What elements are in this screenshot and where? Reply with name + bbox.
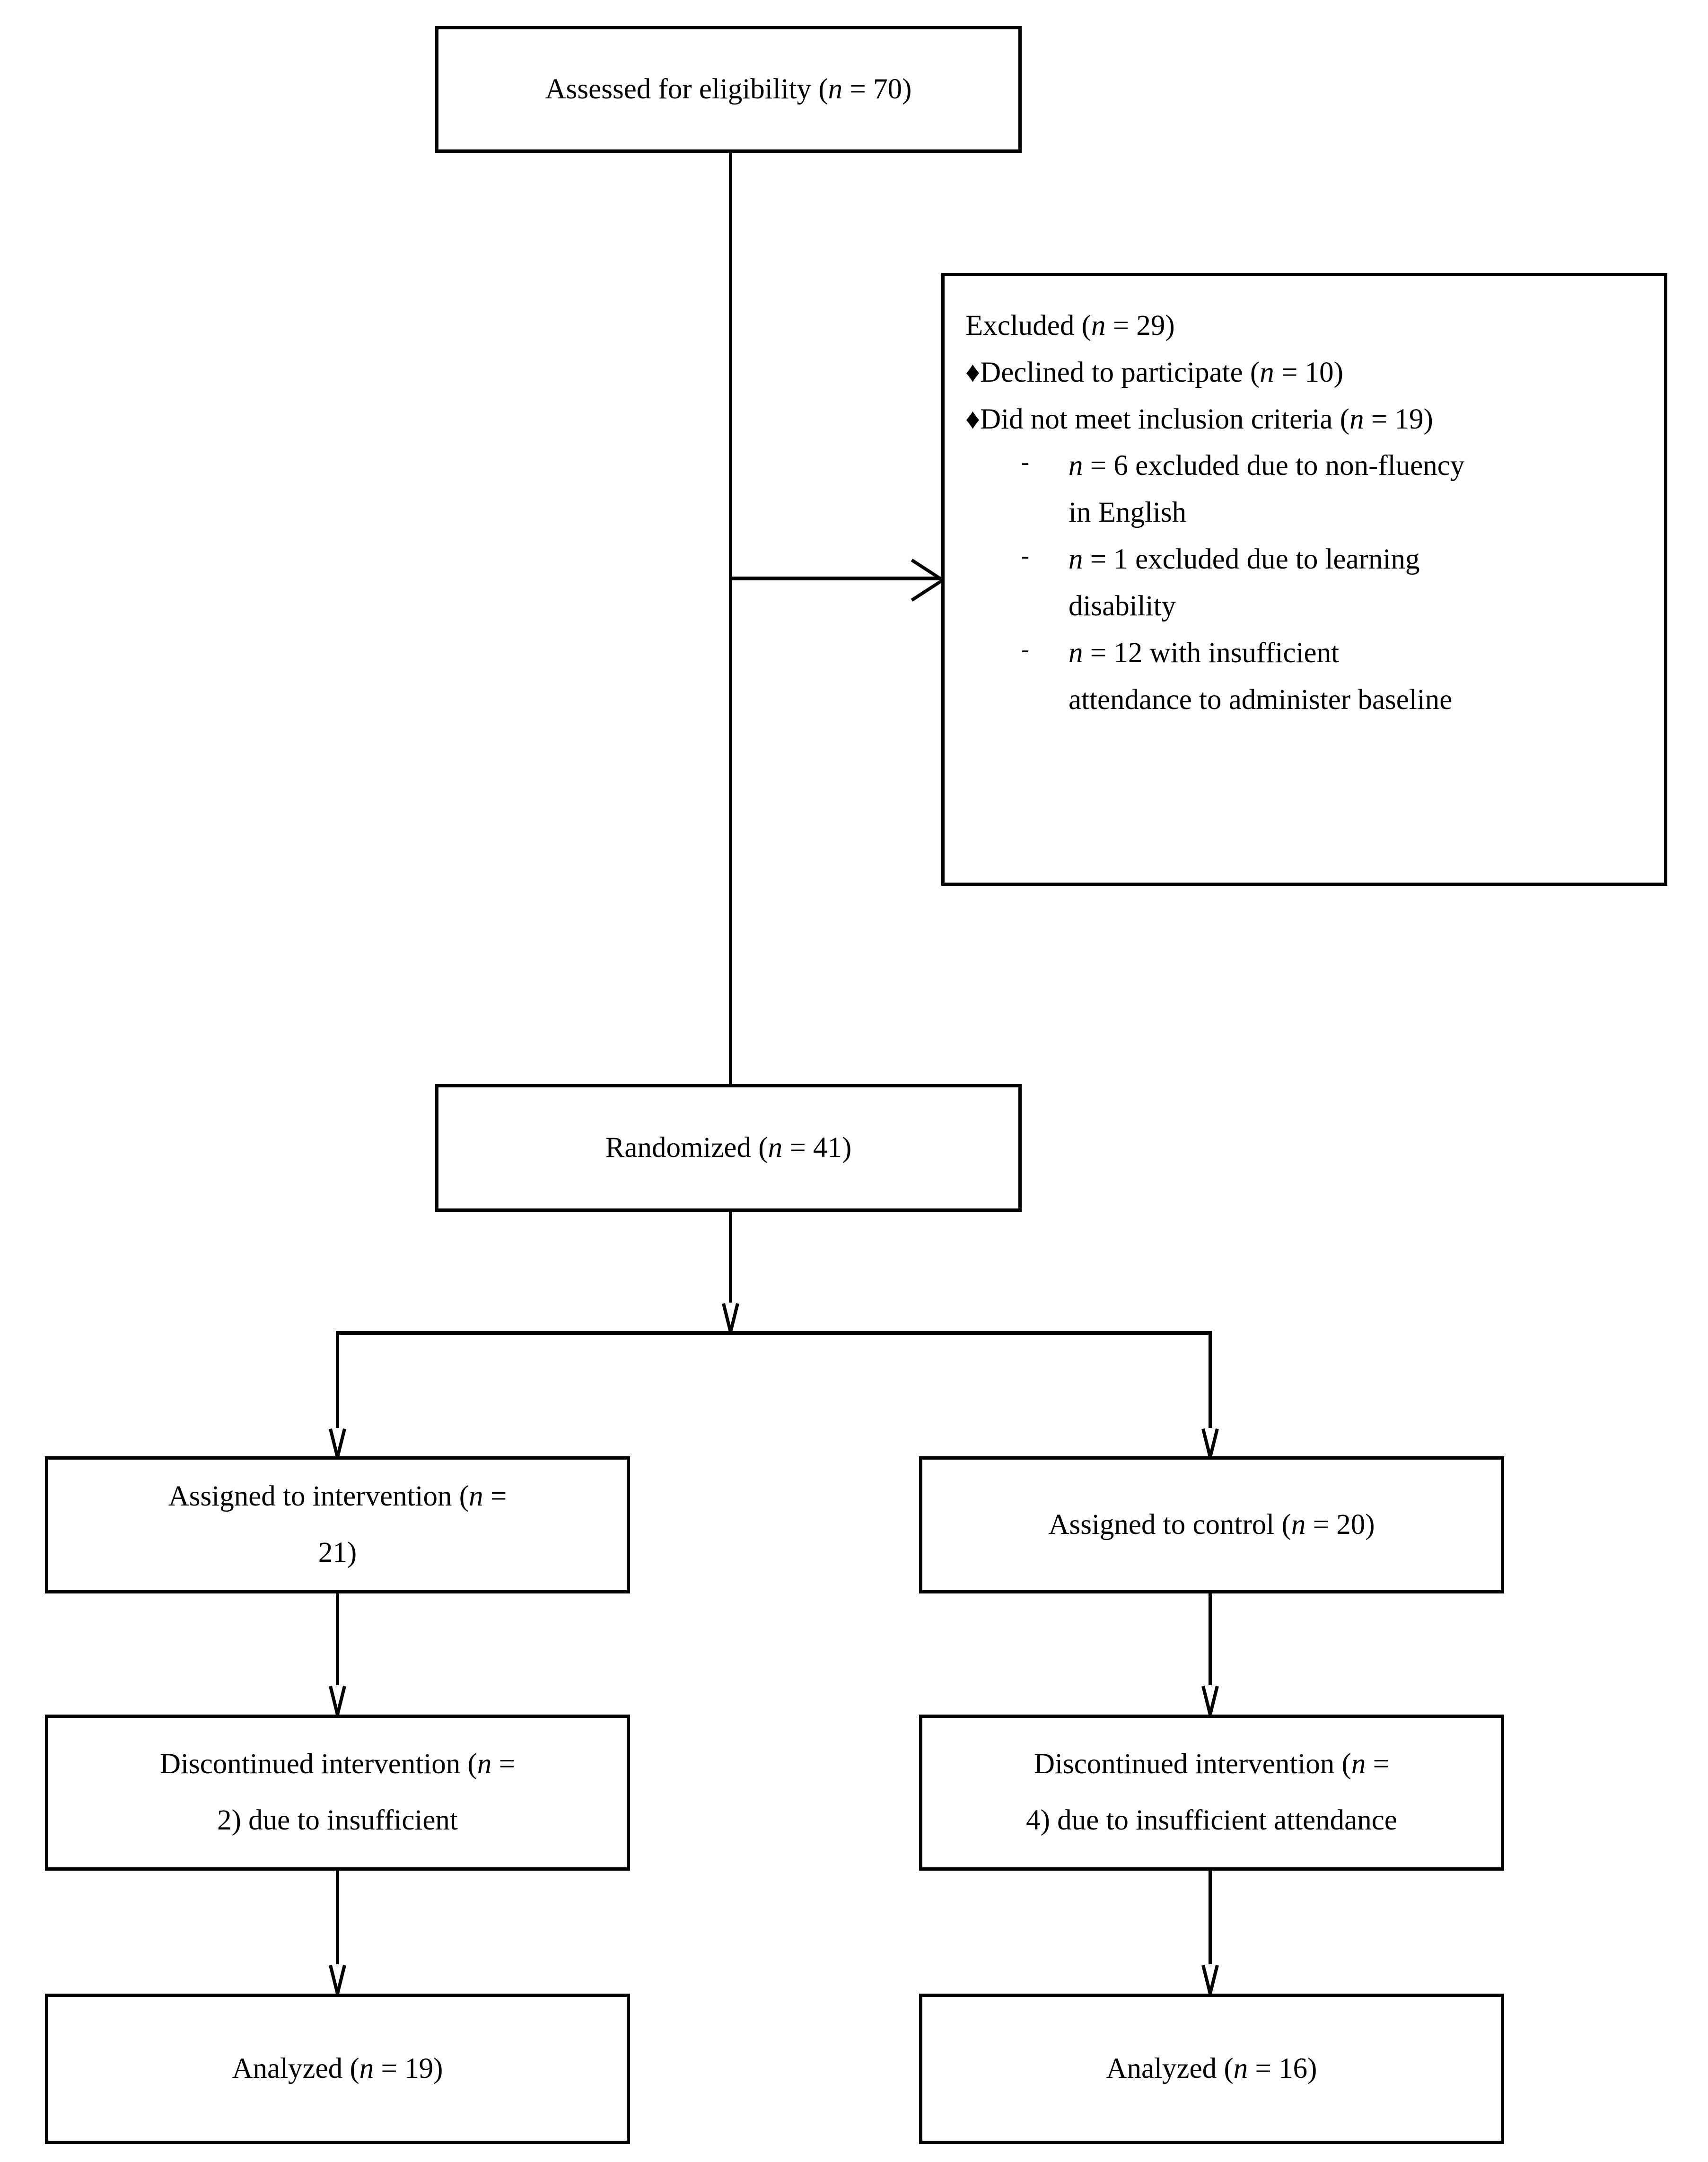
- excluded-bullet-declined: ♦Declined to participate (n = 10): [965, 356, 1343, 388]
- n-symbol: n: [1260, 356, 1274, 388]
- node-analyzed-control: Analyzed (n = 16): [919, 1994, 1504, 2144]
- node-assigned-intervention-label: Assigned to intervention (n =21): [168, 1480, 507, 1568]
- n-symbol: n: [1069, 450, 1083, 482]
- node-analyzed-control-label: Analyzed (n = 16): [1106, 2052, 1317, 2084]
- node-discontinued-control: Discontinued intervention (n =4) due to …: [919, 1715, 1504, 1871]
- dash-bullet-icon: -: [1021, 635, 1029, 662]
- connector-assessed-to-randomized: [729, 153, 732, 1084]
- connector-split-to-control: [1209, 1331, 1212, 1428]
- excluded-subitem-insufficient-attendance-cont: attendance to administer baseline: [1069, 683, 1453, 716]
- n-symbol: n: [828, 73, 843, 105]
- connector-split-to-intervention: [336, 1331, 339, 1428]
- excluded-subitem-learning-disability: -n = 1 excluded due to learning: [965, 536, 1650, 583]
- connector-discontinued-to-analyzed-right: [1209, 1871, 1212, 1964]
- n-symbol: n: [1069, 637, 1083, 669]
- n-symbol: n: [1349, 403, 1364, 435]
- connector-randomized-to-split: [729, 1212, 732, 1303]
- excluded-subitem-non-fluency-cont: in English: [1069, 497, 1187, 529]
- n-symbol: n: [768, 1131, 783, 1164]
- connector-discontinued-to-analyzed-left: [336, 1871, 339, 1964]
- dash-bullet-icon: -: [1021, 542, 1029, 569]
- n-symbol: n: [1351, 1748, 1366, 1780]
- excluded-subitem-non-fluency: -n = 6 excluded due to non-fluency: [965, 443, 1650, 490]
- node-randomized: Randomized (n = 41): [435, 1084, 1022, 1212]
- n-symbol: n: [1091, 310, 1106, 341]
- n-symbol: n: [477, 1748, 492, 1780]
- diamond-bullet-icon: ♦: [965, 403, 981, 435]
- connector-intervention-to-discontinued: [336, 1593, 339, 1685]
- excluded-heading: Excluded (n = 29): [965, 310, 1175, 341]
- n-symbol: n: [1233, 2052, 1248, 2084]
- n-symbol: n: [469, 1480, 483, 1513]
- n-symbol: n: [359, 2052, 374, 2084]
- dash-bullet-icon: -: [1021, 448, 1029, 475]
- node-discontinued-control-label: Discontinued intervention (n =4) due to …: [1026, 1748, 1397, 1836]
- n-symbol: n: [1069, 543, 1083, 576]
- node-analyzed-intervention: Analyzed (n = 19): [45, 1994, 630, 2144]
- excluded-subitem-insufficient-attendance: -n = 12 with insufficient: [965, 630, 1650, 677]
- split-bar: [336, 1331, 1212, 1335]
- node-assigned-to-control: Assigned to control (n = 20): [919, 1456, 1504, 1593]
- panel-excluded: Excluded (n = 29) ♦Declined to participa…: [941, 273, 1667, 886]
- n-symbol: n: [1291, 1508, 1306, 1541]
- node-discontinued-intervention: Discontinued intervention (n =2) due to …: [45, 1715, 630, 1871]
- excluded-subitem-learning-disability-cont: disability: [1069, 590, 1176, 622]
- diamond-bullet-icon: ♦: [965, 356, 981, 388]
- node-assessed-label: Assessed for eligibility (n = 70): [545, 73, 912, 105]
- node-assigned-control-label: Assigned to control (n = 20): [1048, 1508, 1375, 1541]
- connector-control-to-discontinued: [1209, 1593, 1212, 1685]
- node-randomized-label: Randomized (n = 41): [605, 1131, 852, 1164]
- node-assessed-for-eligibility: Assessed for eligibility (n = 70): [435, 26, 1022, 153]
- node-analyzed-intervention-label: Analyzed (n = 19): [232, 2052, 443, 2084]
- connector-to-excluded-panel: [729, 577, 943, 580]
- node-assigned-to-intervention: Assigned to intervention (n =21): [45, 1456, 630, 1593]
- node-discontinued-intervention-label: Discontinued intervention (n =2) due to …: [159, 1748, 515, 1836]
- excluded-bullet-inclusion-criteria: ♦Did not meet inclusion criteria (n = 19…: [965, 403, 1433, 435]
